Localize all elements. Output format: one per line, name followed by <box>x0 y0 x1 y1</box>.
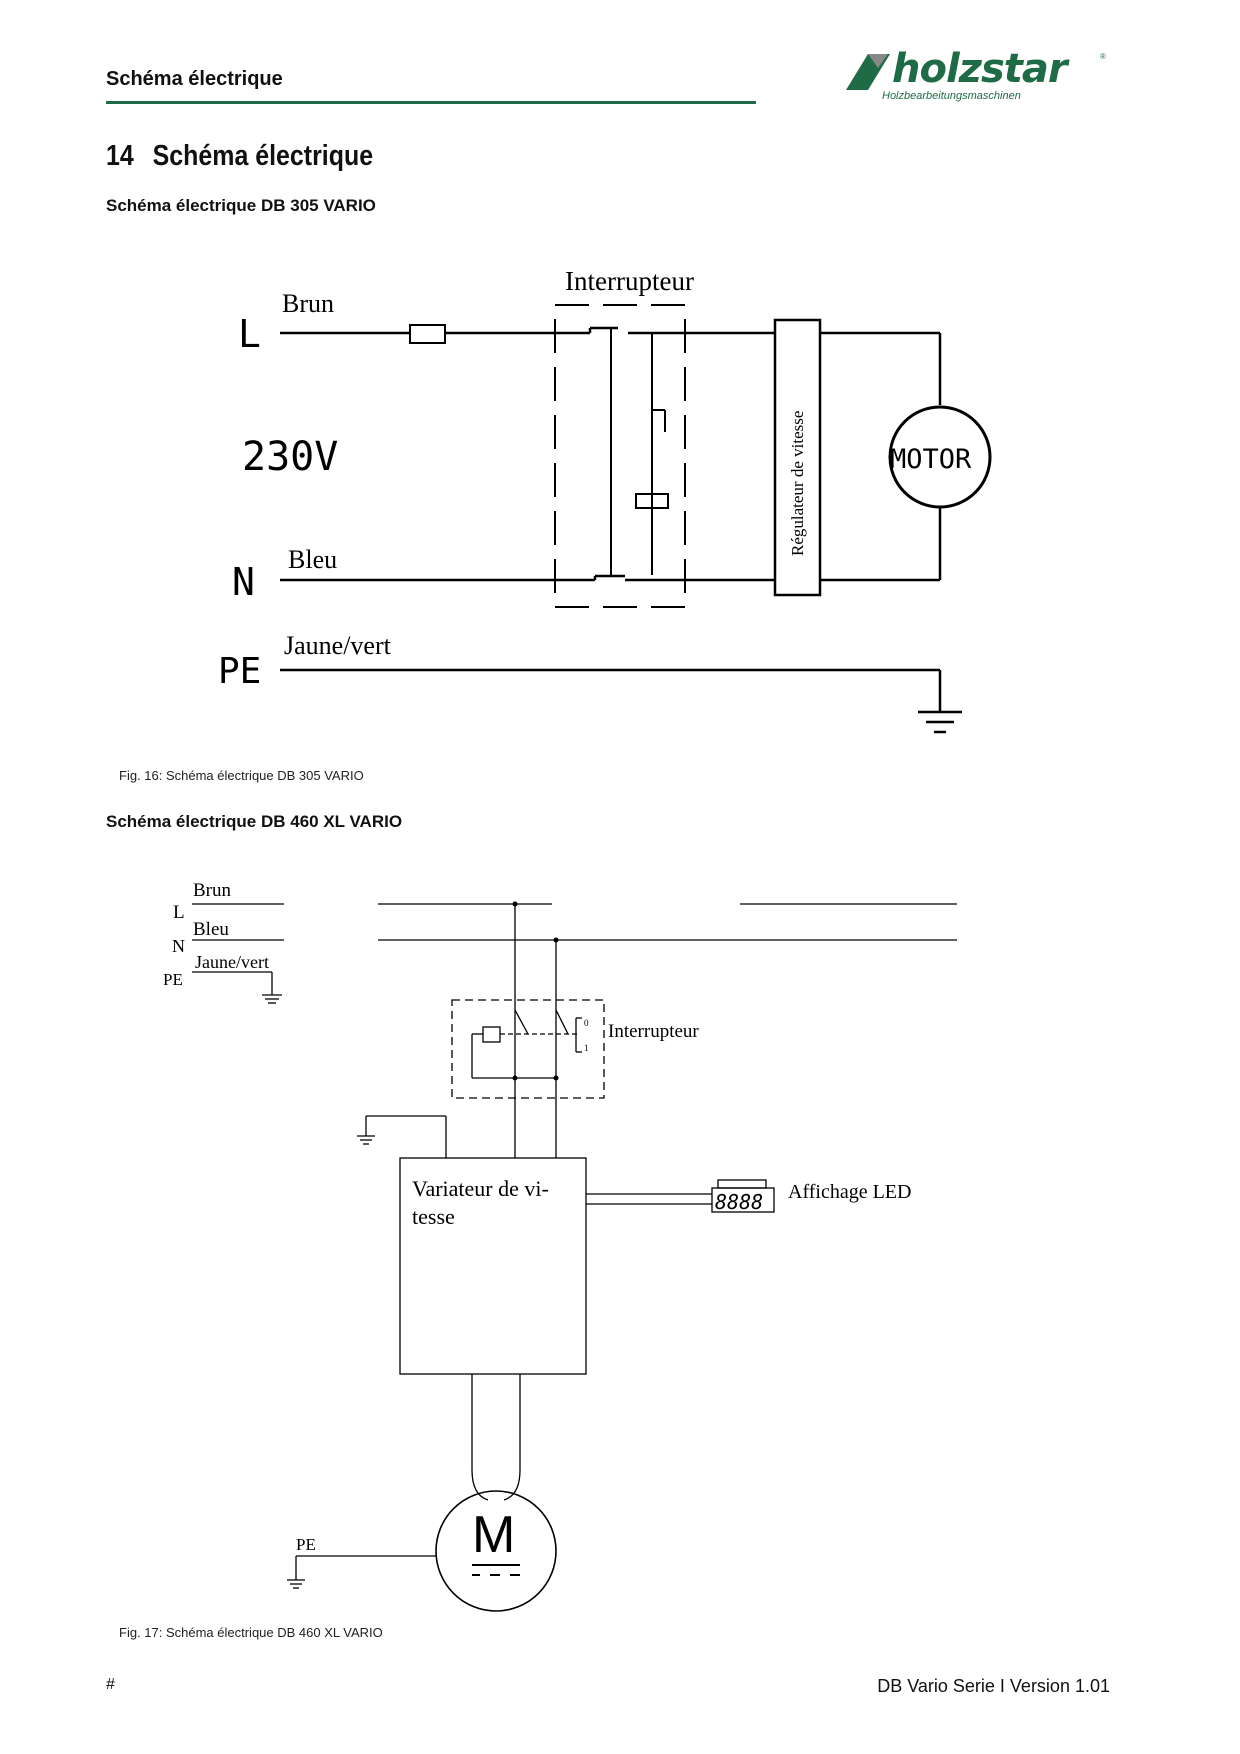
diagram2-heading: Schéma électrique DB 460 XL VARIO <box>106 812 403 831</box>
d1-label-interrupteur: Interrupteur <box>565 266 694 296</box>
d1-label-brun: Brun <box>282 289 334 318</box>
d2-led-digits: 8888 <box>715 1190 763 1214</box>
d2-switch-0: 0 <box>584 1018 589 1028</box>
d1-label-PE: PE <box>218 651 261 692</box>
logo-tagline: Holzbearbeitungsmaschinen <box>882 90 1021 102</box>
figure-17-caption: Fig. 17: Schéma électrique DB 460 XL VAR… <box>119 1625 383 1640</box>
d2-label-N: N <box>172 936 185 956</box>
logo-registered: ® <box>1100 52 1106 61</box>
d1-label-motor: MOTOR <box>890 444 972 475</box>
figure-16-caption: Fig. 16: Schéma électrique DB 305 VARIO <box>119 768 364 783</box>
logo-mark-icon <box>846 54 890 90</box>
footer-version: DB Vario Serie I Version 1.01 <box>877 1676 1110 1696</box>
d2-label-PE-motor: PE <box>296 1535 316 1554</box>
d1-label-L: L <box>238 312 261 356</box>
section-number: 14 <box>106 140 134 172</box>
section-heading: 14 Schéma électrique <box>106 140 373 173</box>
d2-label-PE: PE <box>163 970 183 989</box>
diagram1-heading: Schéma électrique DB 305 VARIO <box>106 196 376 215</box>
d2-label-interrupteur: Interrupteur <box>608 1021 699 1042</box>
logo-wordmark: holzstar <box>892 46 1068 92</box>
d1-label-jaune-vert: Jaune/vert <box>284 631 392 660</box>
d1-label-bleu: Bleu <box>288 545 337 574</box>
d2-label-variateur-line2: tesse <box>412 1204 455 1229</box>
d2-label-motor: M <box>472 1506 515 1564</box>
d2-label-variateur-line1: Variateur de vi- <box>412 1176 549 1201</box>
footer-page-number: # <box>106 1676 115 1693</box>
page-header-title: Schéma électrique <box>106 68 283 90</box>
d2-label-L: L <box>173 902 185 923</box>
holzstar-logo: holzstar ® Holzbearbeitungsmaschinen <box>842 46 1112 106</box>
wiring-diagram-db460xl: L Brun N Bleu PE Jaune/vert 0 1 Interrup… <box>163 880 957 1612</box>
d1-label-N: N <box>232 560 255 604</box>
d1-label-voltage: 230V <box>242 434 338 480</box>
section-title: Schéma électrique <box>152 140 374 172</box>
d2-label-bleu: Bleu <box>193 919 229 940</box>
wiring-diagram-db305: L Brun 230V Bleu N Jaune/vert PE Interru… <box>218 266 992 734</box>
d2-label-brun: Brun <box>193 880 232 901</box>
d2-label-jaune-vert: Jaune/vert <box>195 952 269 972</box>
d1-label-regulateur: Régulateur de vitesse <box>788 411 807 556</box>
d2-label-led: Affichage LED <box>788 1181 911 1203</box>
d2-switch-1: 1 <box>584 1043 589 1053</box>
header-rule <box>106 101 756 104</box>
